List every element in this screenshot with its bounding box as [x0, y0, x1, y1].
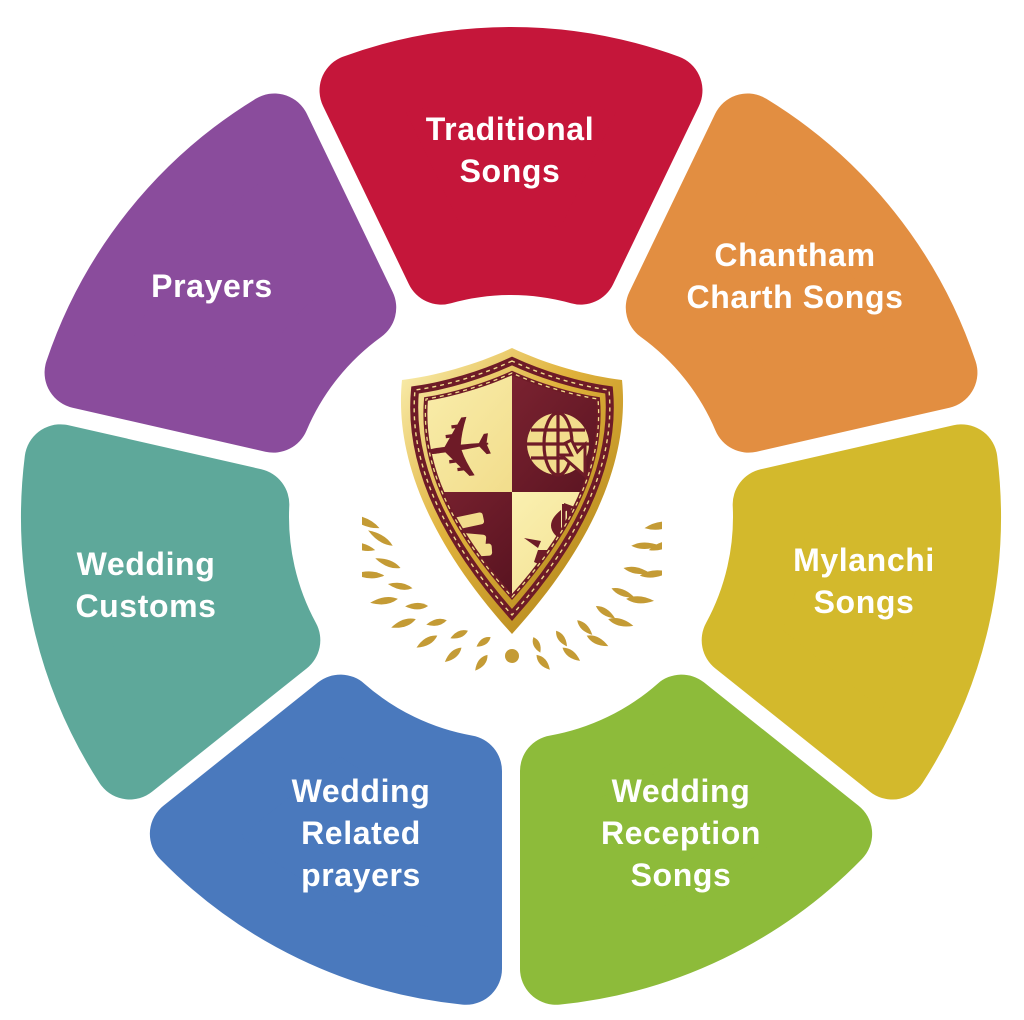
laurel-leaf — [450, 630, 468, 639]
segment-wedding-customs — [21, 424, 321, 800]
laurel-leaf — [362, 541, 376, 551]
laurel-leaf — [639, 570, 662, 578]
laurel-leaf — [644, 521, 662, 530]
laurel-leaf — [608, 618, 634, 627]
shield-inner-stitch — [424, 372, 600, 598]
laurel-leaf — [475, 654, 488, 671]
laurel-leaf — [532, 637, 541, 653]
laurel-leaf — [626, 596, 655, 604]
laurel-leaf — [368, 530, 393, 546]
laurel-leaf — [405, 602, 429, 610]
laurel-leaf — [586, 635, 609, 647]
laurel-leaf — [562, 647, 581, 661]
laurel-leaf — [577, 620, 593, 635]
laurel-leaf — [623, 566, 651, 575]
laurel-leaf — [648, 540, 662, 551]
laurel-leaf — [362, 514, 380, 529]
laurel-dot — [505, 649, 519, 663]
laurel-leaf — [387, 582, 413, 590]
laurel-wreath-icon — [362, 514, 662, 671]
laurel-leaf — [426, 618, 447, 626]
laurel-leaf — [611, 587, 635, 598]
laurel-leaf — [536, 654, 550, 670]
shield-border-stitch — [413, 360, 611, 617]
segment-wedding-related-prayers — [149, 674, 502, 1005]
segment-prayers — [44, 93, 397, 453]
laurel-leaf — [444, 647, 462, 663]
segment-chantham-charth-songs — [625, 93, 978, 453]
laurel-leaf — [416, 635, 438, 648]
segment-traditional-songs — [319, 27, 703, 305]
laurel-leaf — [556, 630, 567, 647]
globe-cursor-icon — [527, 411, 589, 480]
laurel-leaf — [362, 571, 385, 579]
laurel-leaf — [375, 558, 401, 569]
laurel-leaf — [595, 605, 616, 619]
segment-mylanchi-songs — [701, 424, 1001, 800]
laurel-leaf — [370, 596, 398, 605]
laurel-leaf — [391, 618, 416, 628]
segment-wedding-reception-songs — [520, 674, 873, 1005]
center-logo-crest: ✈ — [362, 348, 662, 671]
laurel-leaf — [476, 636, 491, 647]
